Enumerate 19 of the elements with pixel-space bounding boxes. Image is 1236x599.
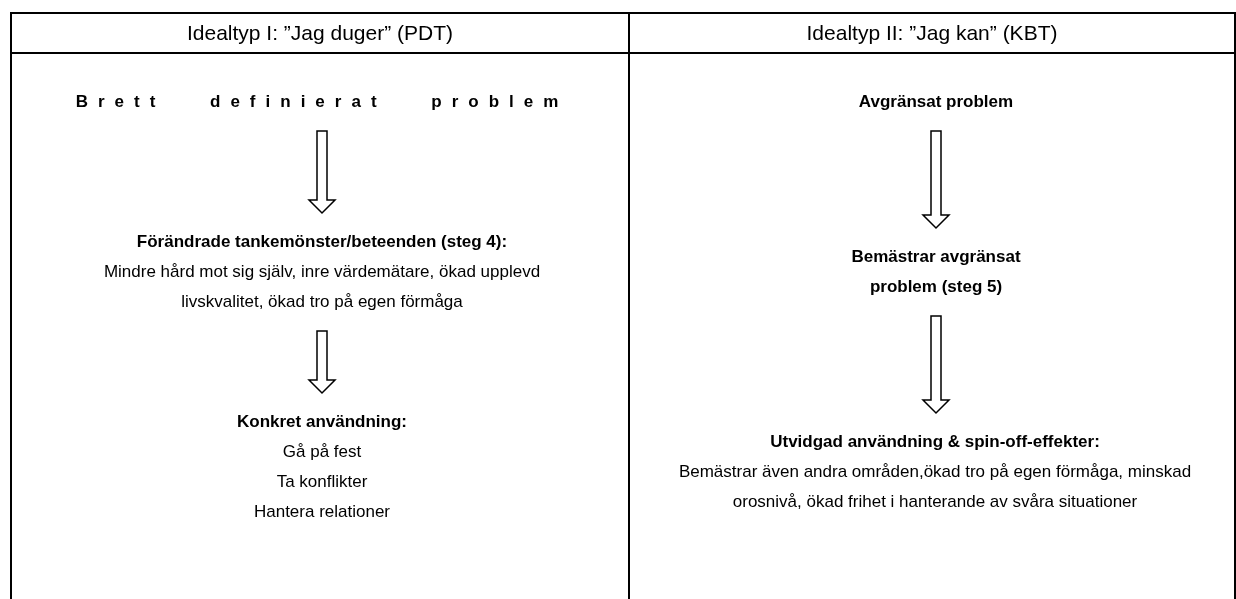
block-arrow [921, 130, 951, 230]
step-heading: Förändrade tankemönster/beteenden (steg 4): [135, 231, 509, 253]
step-text: Gå på fest [281, 441, 363, 463]
step-heading: Utvidgad användning & spin-off-effekter: [769, 431, 1101, 453]
step-text: Mindre hård mot sig själv, inre värdemätare, ökad upplevd livskvalitet, ökad tro på egen förmåga [102, 261, 542, 313]
block-arrow [307, 330, 337, 395]
column-heading: Idealtyp II: ”Jag kan” (KBT) [806, 21, 1058, 45]
step-text: Bemästrar även andra områden,ökad tro på egen förmåga, minskad orosnivå, ökad frihet i hanterande av svåra situationer [677, 461, 1193, 513]
block-arrow [921, 315, 951, 415]
column-panel [10, 12, 630, 599]
column-panel [628, 12, 1236, 599]
step-text: Hantera relationer [252, 501, 392, 523]
step-heading: Avgränsat problem [857, 91, 1015, 113]
block-arrow [307, 130, 337, 215]
step-heading: Bemästrar avgränsat problem (steg 5) [850, 246, 1022, 298]
step-heading: Brett definierat problem [74, 91, 570, 113]
step-text: Ta konflikter [275, 471, 369, 493]
step-heading: Konkret användning: [236, 411, 408, 433]
column-heading: Idealtyp I: ”Jag duger” (PDT) [186, 21, 454, 45]
